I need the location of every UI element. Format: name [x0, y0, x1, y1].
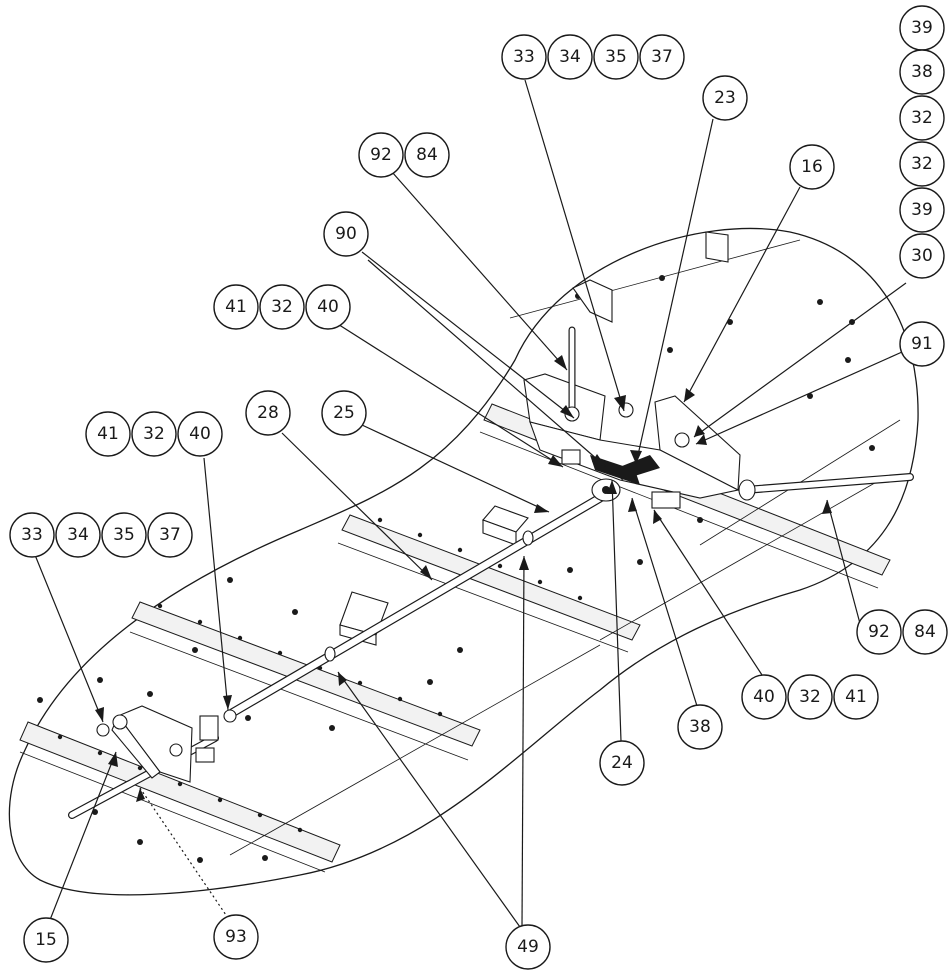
balloon-25: 25 [321, 390, 367, 436]
balloon-84: 84 [902, 609, 948, 655]
balloon-35: 35 [101, 512, 147, 558]
svg-text:32: 32 [799, 687, 821, 707]
balloon-38: 38 [899, 49, 945, 95]
balloon-34: 34 [55, 512, 101, 558]
balloon-90: 90 [323, 211, 369, 257]
balloon-38: 38 [677, 704, 723, 750]
svg-text:35: 35 [113, 525, 135, 545]
svg-text:23: 23 [714, 88, 736, 108]
balloon-23: 23 [702, 75, 748, 121]
balloon-92: 92 [358, 132, 404, 178]
svg-text:41: 41 [225, 297, 247, 317]
balloon-32: 32 [787, 674, 833, 720]
balloon-40: 40 [177, 411, 223, 457]
svg-text:34: 34 [67, 525, 89, 545]
svg-text:33: 33 [21, 525, 43, 545]
balloon-16: 16 [789, 144, 835, 190]
svg-text:49: 49 [517, 937, 539, 957]
svg-text:24: 24 [611, 753, 633, 773]
balloon-33: 33 [9, 512, 55, 558]
balloon-24: 24 [599, 740, 645, 786]
balloon-28: 28 [245, 390, 291, 436]
detail-boundary [8, 227, 919, 896]
balloon-34: 34 [547, 34, 593, 80]
svg-text:39: 39 [911, 18, 933, 38]
balloon-41: 41 [213, 284, 259, 330]
svg-text:32: 32 [271, 297, 293, 317]
balloon-84: 84 [404, 132, 450, 178]
balloon-32: 32 [899, 95, 945, 141]
balloon-92: 92 [856, 609, 902, 655]
svg-text:32: 32 [143, 424, 165, 444]
balloon-15: 15 [23, 917, 69, 963]
svg-text:92: 92 [370, 145, 392, 165]
control-rod [227, 493, 605, 718]
svg-text:84: 84 [416, 145, 438, 165]
svg-text:39: 39 [911, 200, 933, 220]
svg-text:41: 41 [97, 424, 119, 444]
svg-text:33: 33 [513, 47, 535, 67]
svg-text:37: 37 [651, 47, 673, 67]
svg-text:37: 37 [159, 525, 181, 545]
svg-text:30: 30 [911, 246, 933, 266]
balloon-32: 32 [131, 411, 177, 457]
floor-brackets [339, 231, 729, 646]
svg-text:38: 38 [689, 717, 711, 737]
svg-text:25: 25 [333, 403, 355, 423]
svg-text:40: 40 [189, 424, 211, 444]
svg-text:32: 32 [911, 108, 933, 128]
svg-text:35: 35 [605, 47, 627, 67]
arrowheads [95, 355, 832, 802]
svg-text:38: 38 [911, 62, 933, 82]
balloon-93: 93 [213, 914, 259, 960]
balloon-40: 40 [305, 284, 351, 330]
bellcrank-housing [523, 326, 741, 509]
balloon-39: 39 [899, 187, 945, 233]
svg-text:32: 32 [911, 154, 933, 174]
svg-text:91: 91 [911, 334, 933, 354]
balloon-37: 37 [147, 512, 193, 558]
svg-text:40: 40 [317, 297, 339, 317]
balloons: 39 38 32 32 39 30 91 16 23 33 34 35 37 9… [9, 5, 948, 970]
svg-text:40: 40 [753, 687, 775, 707]
balloon-37: 37 [639, 34, 685, 80]
svg-text:41: 41 [845, 687, 867, 707]
svg-text:84: 84 [914, 622, 936, 642]
balloon-41: 41 [85, 411, 131, 457]
svg-text:90: 90 [335, 224, 357, 244]
rivet-holes [37, 275, 875, 863]
svg-text:16: 16 [801, 157, 823, 177]
leader-lines [34, 79, 907, 928]
balloon-32: 32 [899, 141, 945, 187]
balloon-33: 33 [501, 34, 547, 80]
svg-text:15: 15 [35, 930, 57, 950]
svg-text:28: 28 [257, 403, 279, 423]
balloon-30: 30 [899, 233, 945, 279]
balloon-49: 49 [505, 924, 551, 970]
balloon-39-top: 39 [899, 5, 945, 51]
svg-text:92: 92 [868, 622, 890, 642]
balloon-35: 35 [593, 34, 639, 80]
balloon-40: 40 [741, 674, 787, 720]
svg-text:34: 34 [559, 47, 581, 67]
balloon-41: 41 [833, 674, 879, 720]
svg-text:93: 93 [225, 927, 247, 947]
balloon-32: 32 [259, 284, 305, 330]
balloon-91: 91 [899, 321, 945, 367]
lower-left-mechanism [96, 705, 237, 783]
right-rod [738, 473, 914, 501]
